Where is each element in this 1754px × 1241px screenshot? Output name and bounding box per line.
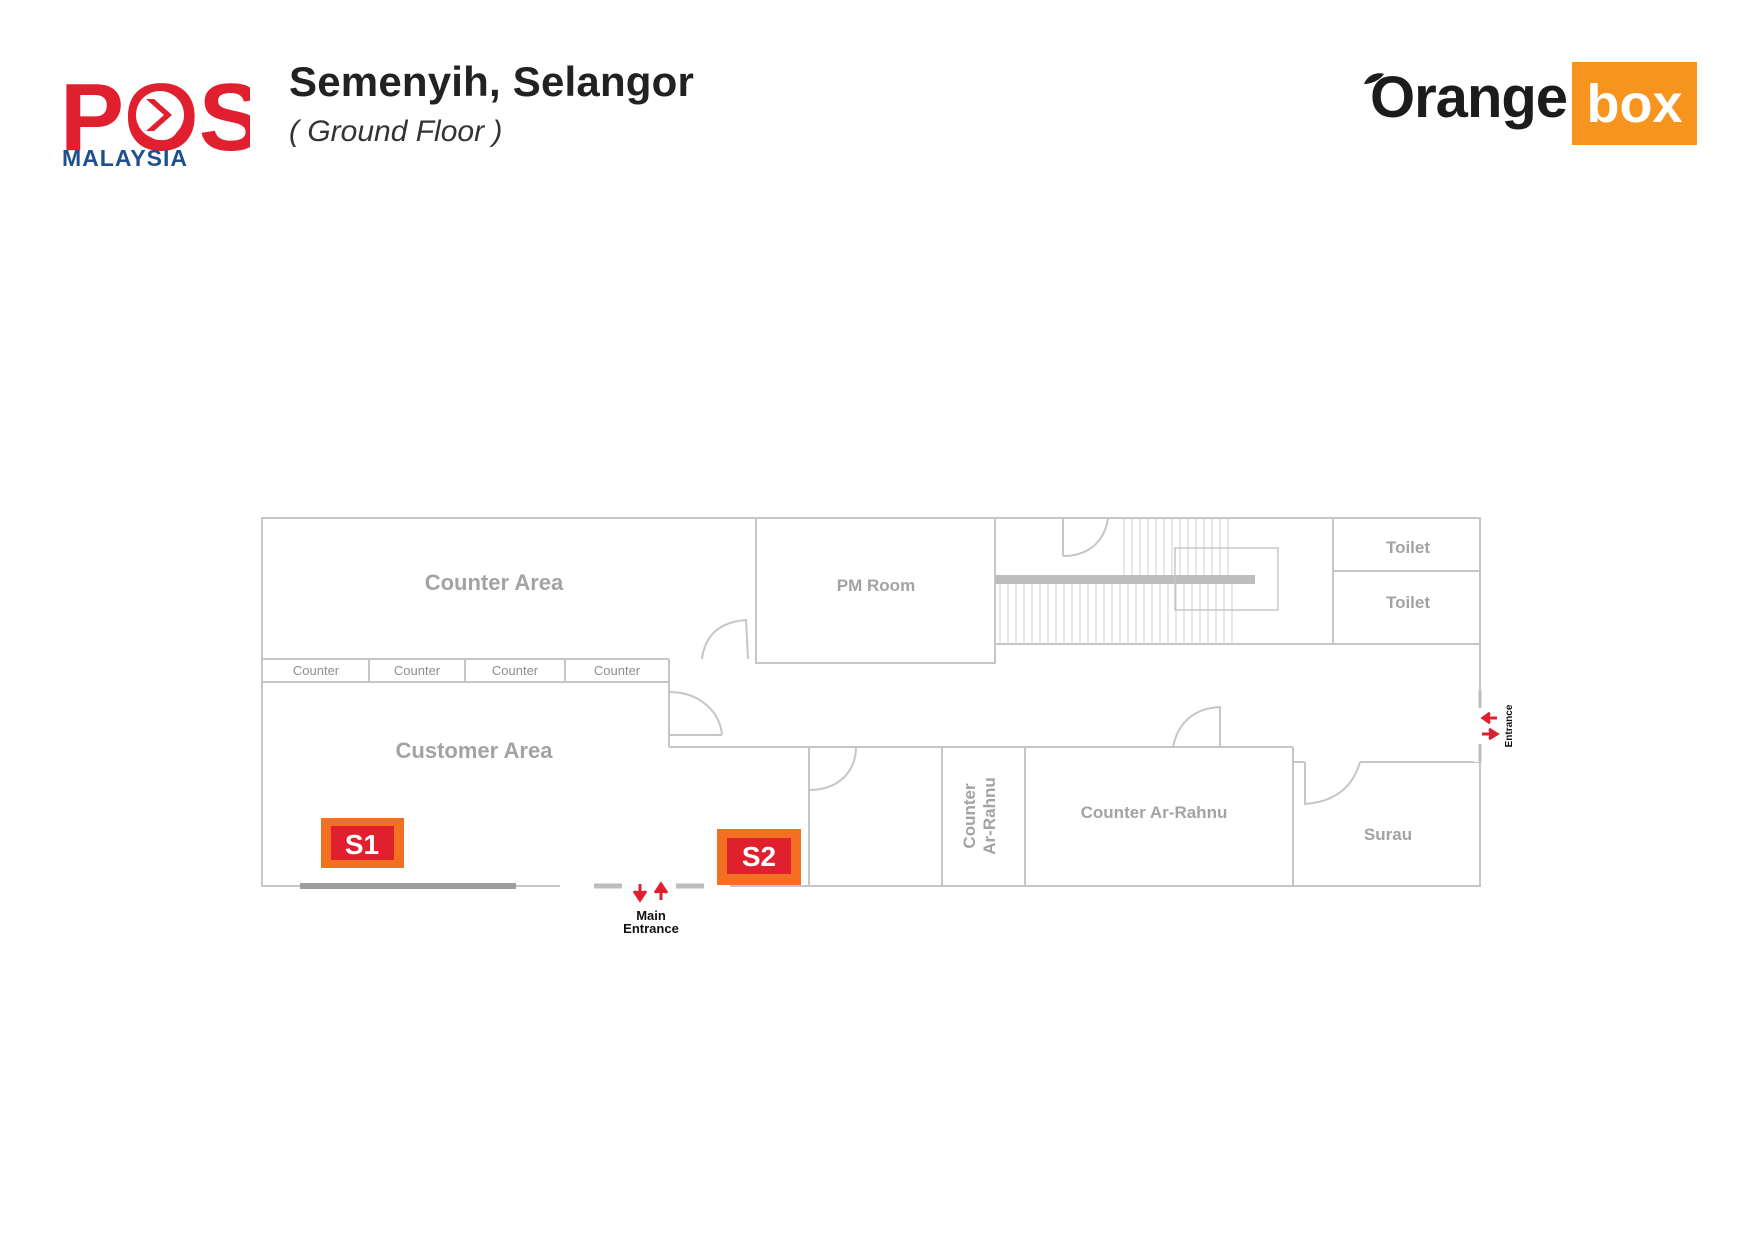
side-entrance-arrows [1480,711,1500,741]
pos-malaysia-logo: POS [60,64,250,171]
stair-landing [1174,547,1279,611]
label-toilet-2: Toilet [1386,593,1430,612]
counter-label: Counter [394,663,441,678]
arrow-right-icon [1482,727,1500,741]
marker-s2-label: S2 [742,841,776,872]
orangebox-word-box: box [1572,62,1697,145]
pm-room-walls [755,517,996,664]
main-entrance-label-2: Entrance [623,921,679,936]
pos-tagline: MALAYSIA [62,145,188,171]
label-toilet-1: Toilet [1386,538,1430,557]
page-title: Semenyih, Selangor [289,58,695,105]
front-window [300,883,516,889]
main-entrance-arrows [632,881,669,903]
walls [261,517,1486,892]
pos-o-knockout [136,91,184,139]
counter-label: Counter [492,663,539,678]
leaf-icon [1364,73,1384,84]
marker-s2-inner [727,838,791,874]
label-counter-area: Counter Area [425,570,564,595]
main-entrance-gap [560,880,730,892]
stair-treads [999,518,1233,644]
arrow-up-icon [653,881,669,900]
arrow-left-icon [1480,711,1497,725]
label-counter-ar-rahnu-vertical-1: Counter [960,783,979,849]
door-arc-stairs [1062,517,1109,557]
label-counter-ar-rahnu-vertical-2: Ar-Rahnu [980,777,999,854]
counter-label: Counter [594,663,641,678]
door-arc-4 [1172,705,1221,748]
door-arc-1 [701,618,749,660]
pos-arrow-icon [146,99,172,131]
marker-s1-inner [331,826,394,860]
orangebox-word-orange: Orange [1370,65,1568,130]
counter-label: Counter [293,663,340,678]
door-arc-2 [668,691,723,736]
label-counter-ar-rahnu: Counter Ar-Rahnu [1081,803,1228,822]
marker-s1-label: S1 [345,829,379,860]
door-arc-3 [808,746,857,791]
marker-s2[interactable]: S2 [717,829,801,885]
label-pm-room: PM Room [837,576,915,595]
floor-subtitle: ( Ground Floor ) [289,115,503,148]
arrow-down-icon [632,884,648,903]
main-entrance-label-1: Main [636,908,666,923]
stair-railing [995,575,1255,584]
side-entrance-label: Entrance [1504,704,1515,747]
label-customer-area: Customer Area [396,738,554,763]
door-arc-surau [1304,761,1361,806]
marker-s1[interactable]: S1 [321,818,404,868]
label-surau: Surau [1364,825,1412,844]
side-entrance-gap [1474,690,1486,762]
